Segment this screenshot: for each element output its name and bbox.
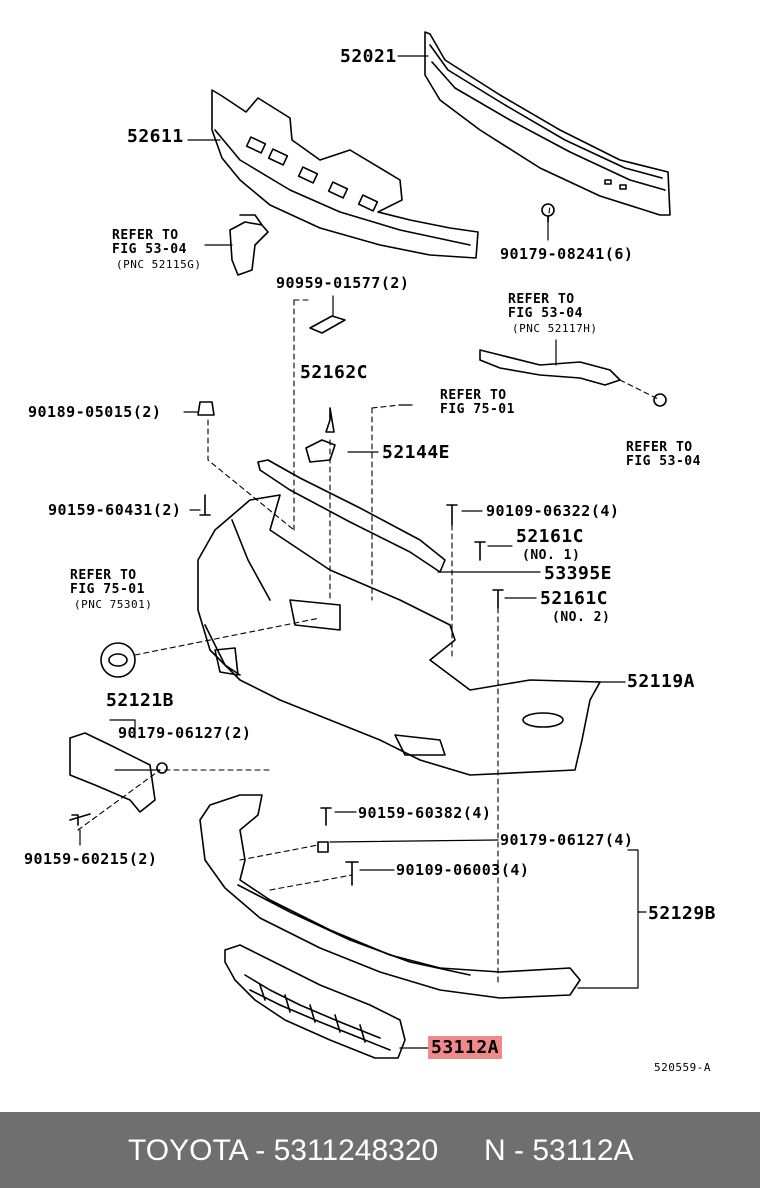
label-no2: (NO. 2) bbox=[552, 610, 611, 625]
label-refer3-b: FIG 75-01 bbox=[440, 402, 515, 417]
label-refer2-b: FIG 53-04 bbox=[508, 306, 583, 321]
label-refer3-a: REFER TO bbox=[440, 388, 507, 403]
label-refer2-c: (PNC 52117H) bbox=[512, 322, 598, 335]
label-refer5-a: REFER TO bbox=[70, 568, 137, 583]
diagram-code: 520559-A bbox=[654, 1061, 711, 1074]
label-90159-60382: 90159-60382(4) bbox=[358, 804, 492, 822]
label-refer5-c: (PNC 75301) bbox=[74, 598, 153, 611]
part-info-footer: TOYOTA - 5311248320 N - 53112A bbox=[0, 1112, 760, 1188]
label-52144E: 52144E bbox=[382, 442, 451, 463]
label-52162C: 52162C bbox=[300, 362, 369, 383]
leader-lines bbox=[79, 55, 647, 1049]
label-52119A: 52119A bbox=[627, 671, 696, 692]
label-refer2-a: REFER TO bbox=[508, 292, 575, 307]
label-refer4-a: REFER TO bbox=[626, 440, 693, 455]
label-90159-60431: 90159-60431(2) bbox=[48, 501, 182, 519]
label-52129B: 52129B bbox=[648, 903, 717, 924]
bracket-52121B bbox=[69, 732, 156, 813]
label-refer1-c: (PNC 52115G) bbox=[116, 258, 202, 271]
bracket-left bbox=[229, 221, 269, 276]
label-90109-06322: 90109-06322(4) bbox=[486, 502, 620, 520]
spoiler-52129B bbox=[199, 794, 581, 999]
label-90179-06127-b: 90179-06127(4) bbox=[500, 831, 634, 849]
emblem-75301 bbox=[100, 642, 136, 678]
label-52161C-1: 52161C bbox=[516, 526, 585, 547]
label-refer1-a: REFER TO bbox=[112, 228, 179, 243]
reinforcement-52021 bbox=[424, 31, 671, 216]
label-90109-06003: 90109-06003(4) bbox=[396, 861, 530, 879]
label-53395E: 53395E bbox=[544, 563, 613, 584]
label-90189-05015: 90189-05015(2) bbox=[28, 403, 162, 421]
label-refer4-b: FIG 53-04 bbox=[626, 454, 701, 469]
dashed-lines bbox=[77, 204, 661, 986]
label-no1: (NO. 1) bbox=[522, 548, 581, 563]
label-90179-08241: 90179-08241(6) bbox=[500, 245, 634, 263]
diagram-drawing bbox=[69, 31, 671, 1059]
label-52121B: 52121B bbox=[106, 690, 175, 711]
label-90159-60215: 90159-60215(2) bbox=[24, 850, 158, 868]
label-refer1-b: FIG 53-04 bbox=[112, 242, 187, 257]
brand-part-number: TOYOTA - 5311248320 bbox=[128, 1134, 439, 1167]
label-90959-01577: 90959-01577(2) bbox=[276, 274, 410, 292]
label-52611: 52611 bbox=[127, 126, 184, 147]
bracket-right bbox=[479, 349, 621, 386]
label-refer5-b: FIG 75-01 bbox=[70, 582, 145, 597]
label-52161C-2: 52161C bbox=[540, 588, 609, 609]
pnc-code: N - 53112A bbox=[484, 1134, 634, 1167]
label-53112A-highlighted: 53112A bbox=[428, 1036, 503, 1059]
parts-diagram: 52021 52611 REFER TO FIG 53-04 (PNC 5211… bbox=[24, 31, 717, 1074]
absorber-52611 bbox=[211, 89, 479, 259]
clip-90959 bbox=[309, 315, 346, 334]
grille-53112A bbox=[224, 944, 406, 1059]
label-52021: 52021 bbox=[340, 46, 397, 67]
label-90179-06127-a: 90179-06127(2) bbox=[118, 724, 252, 742]
